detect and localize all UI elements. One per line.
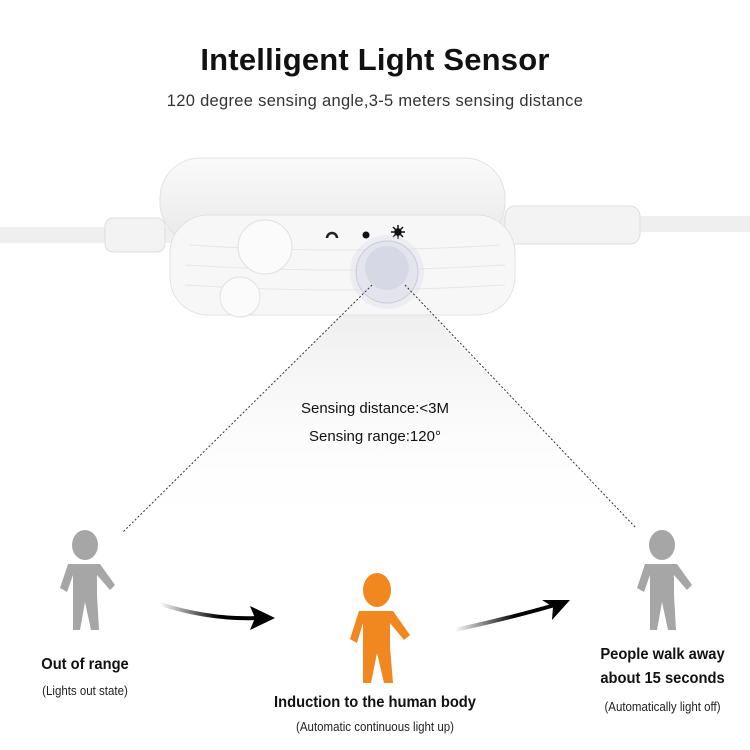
sun-icon [391,225,405,239]
moon-icon [325,231,339,239]
range-line-left [122,284,373,533]
state-detected-note: (Automatic continuous light up) [296,720,454,734]
sensor-device [0,157,750,318]
state-walk-away-title-line1: People walk away [600,646,725,663]
state-walk-away-note: (Automatically light off) [604,700,721,714]
state-detected-title: Induction to the human body [274,694,476,711]
sensing-range: Sensing range:120° [309,428,441,445]
person-out-of-range-icon [60,530,115,630]
arrow-right-icon [159,602,259,621]
state-out-of-range-note: (Lights out state) [42,684,128,698]
state-out-of-range-title: Out of range [41,656,129,673]
sensing-cone [120,285,640,540]
arrow-up-right-icon [454,603,556,632]
dot-icon [362,231,370,239]
mode-button [219,276,261,318]
sensing-distance: Sensing distance:<3M [300,400,449,417]
person-detected-icon [350,573,410,683]
person-walked-away-icon [637,530,692,630]
power-button [237,219,293,275]
state-walk-away-title-line2: about 15 seconds [600,670,725,687]
page-subtitle: 120 degree sensing angle,3-5 meters sens… [166,92,584,110]
page-title: Intelligent Light Sensor [200,42,550,77]
